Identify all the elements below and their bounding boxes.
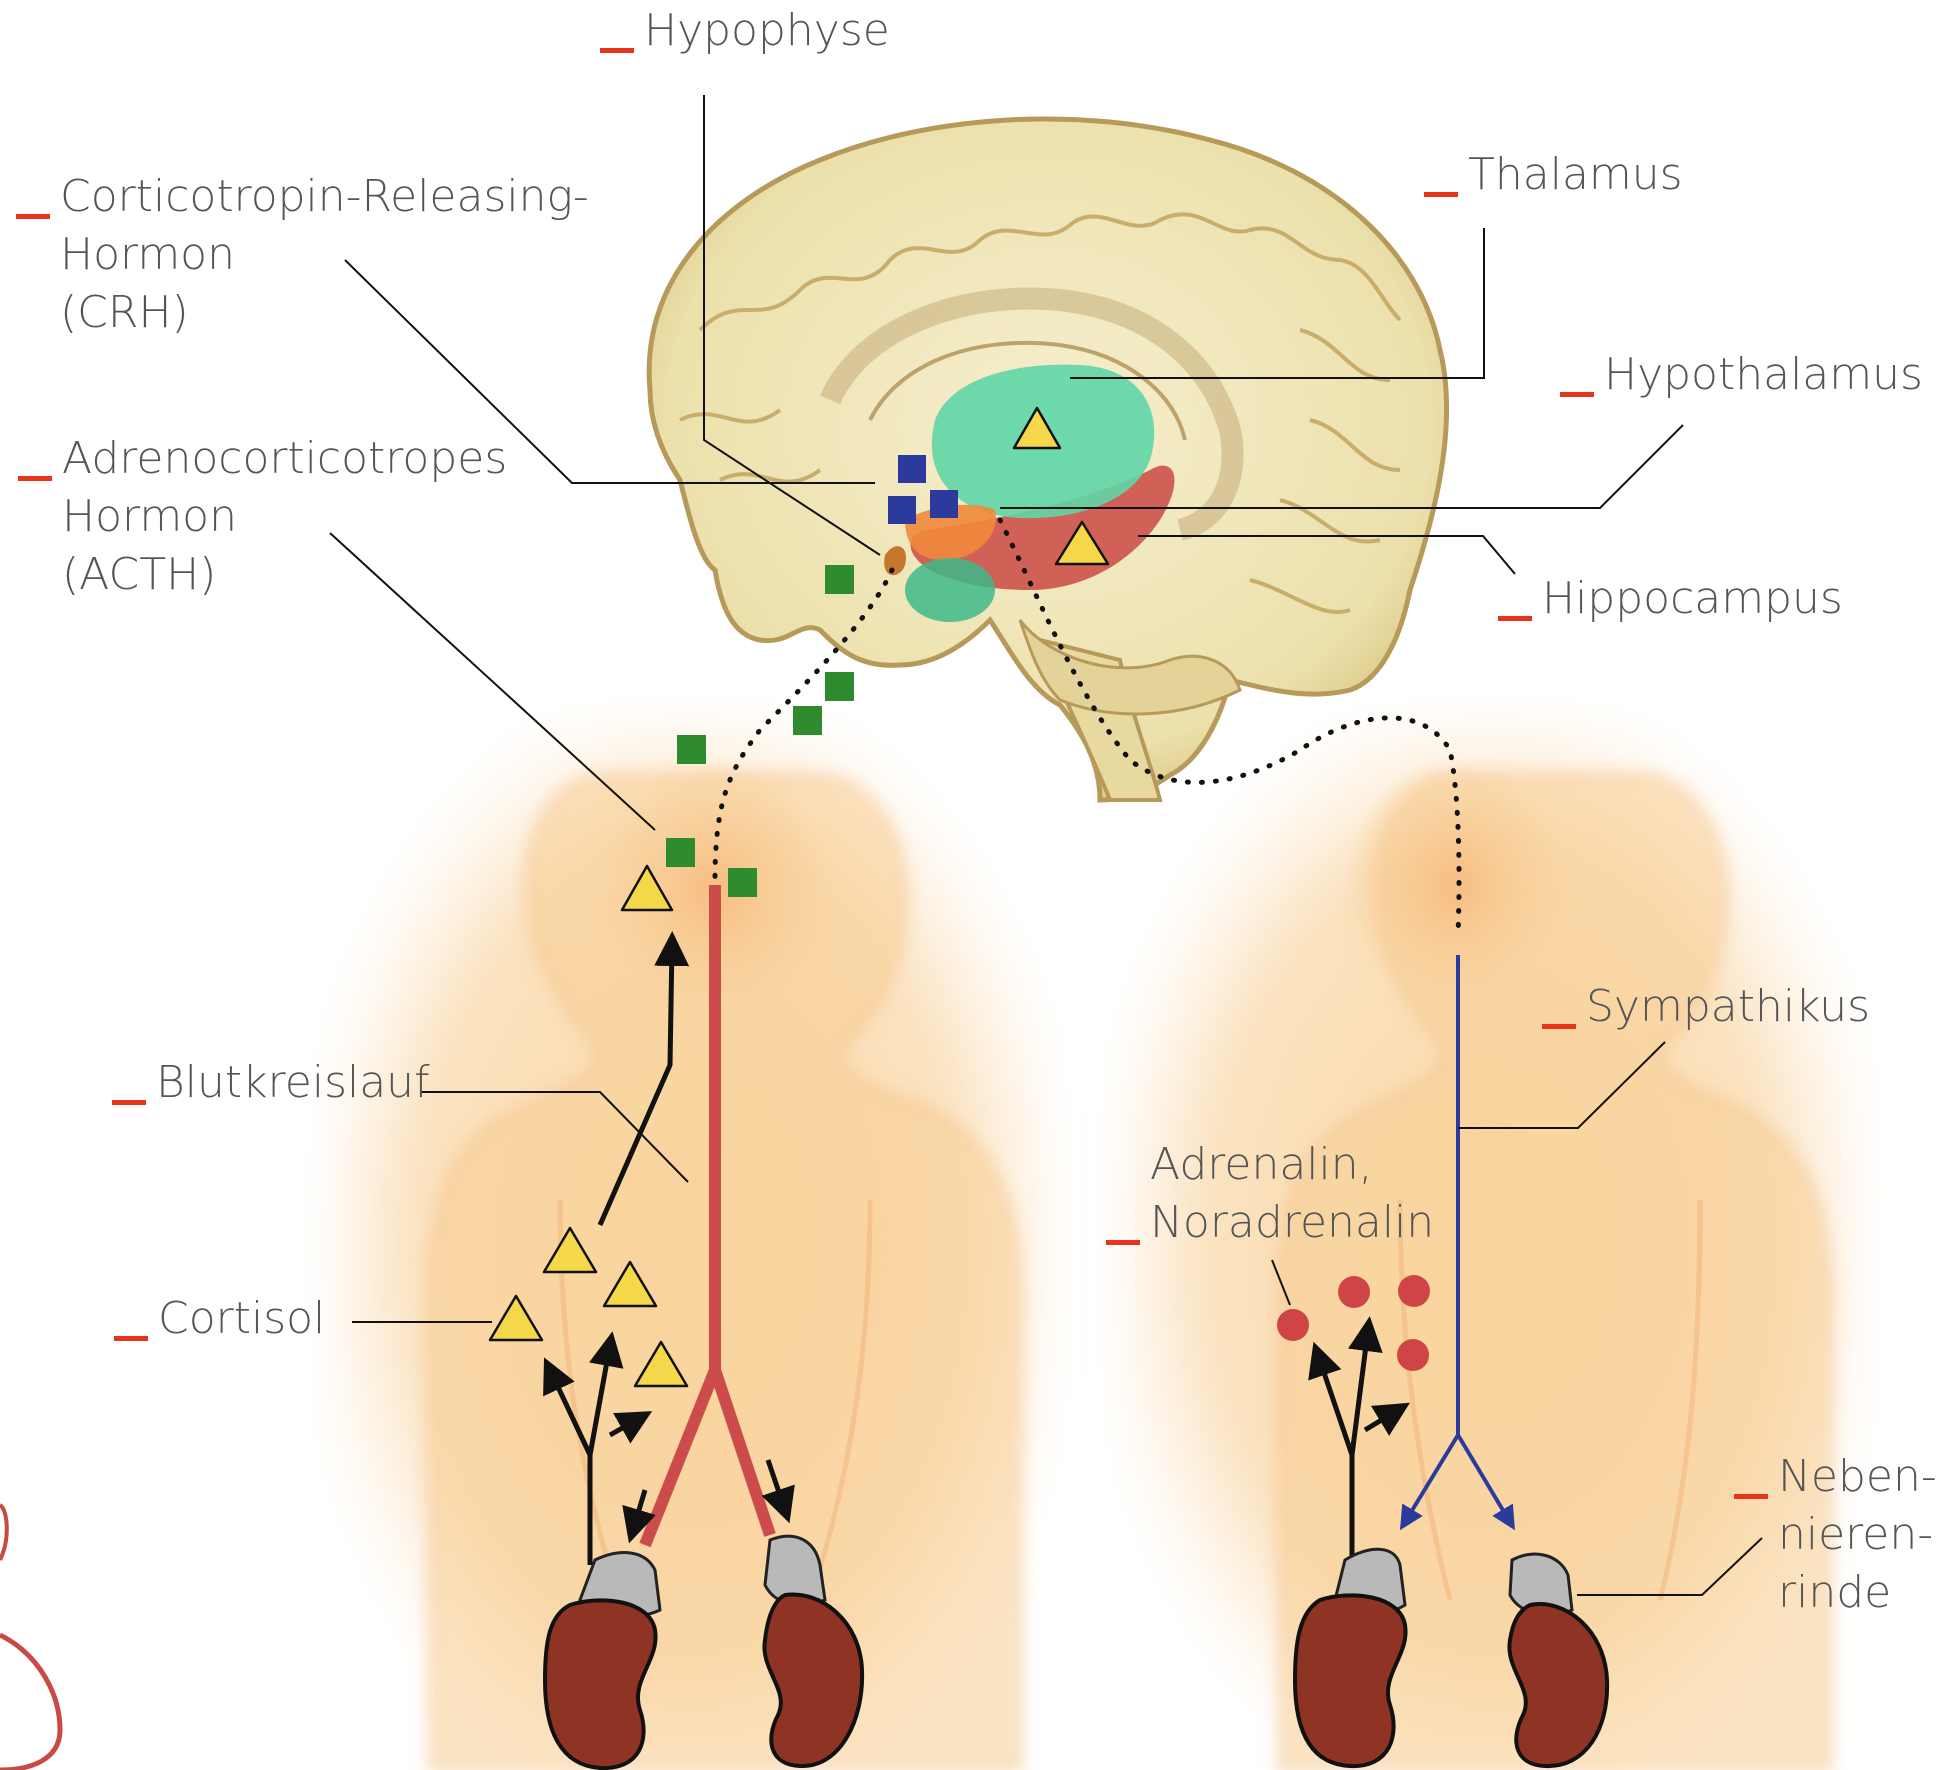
amygdala-region xyxy=(905,558,995,622)
label-blutkreislauf: Blutkreislauf xyxy=(112,1054,430,1112)
label-nebennieren-line-1: Neben- xyxy=(1778,1451,1937,1502)
label-hippocampus-text: Hippocampus xyxy=(1542,573,1843,624)
label-dash xyxy=(1734,1494,1768,1499)
label-nebennieren-line-2: nieren- xyxy=(1734,1506,1937,1564)
label-dash xyxy=(1542,1024,1576,1029)
label-hypothalamus-text: Hypothalamus xyxy=(1604,349,1923,400)
label-adrenalin-line-2: Noradrenalin xyxy=(1150,1197,1434,1248)
left-body-silhouette xyxy=(330,720,1050,1770)
label-crh-line-2: Hormon xyxy=(16,226,589,284)
label-sympathikus: Sympathikus xyxy=(1542,978,1870,1036)
label-nebennierenrinde: Neben- nieren- rinde xyxy=(1734,1448,1937,1622)
label-thalamus-text: Thalamus xyxy=(1468,149,1683,200)
label-hypophyse: Hypophyse xyxy=(600,2,890,60)
label-dash xyxy=(600,48,634,53)
label-crh-line-1: Corticotropin-Releasing- xyxy=(60,171,589,222)
label-acth: Adrenocorticotropes Hormon (ACTH) xyxy=(18,430,507,604)
label-adrenalin: Adrenalin, Noradrenalin xyxy=(1106,1136,1434,1252)
label-dash xyxy=(112,1100,146,1105)
label-acth-line-3: (ACTH) xyxy=(18,546,507,604)
label-acth-line-2: Hormon xyxy=(18,488,507,546)
label-blutkreislauf-text: Blutkreislauf xyxy=(156,1057,430,1108)
label-dash xyxy=(1424,192,1458,197)
label-nebennieren-line-3: rinde xyxy=(1734,1564,1937,1622)
label-dash xyxy=(1560,392,1594,397)
label-acth-line-1: Adrenocorticotropes xyxy=(62,433,507,484)
label-sympathikus-text: Sympathikus xyxy=(1586,981,1870,1032)
label-cortisol: Cortisol xyxy=(114,1290,325,1348)
label-thalamus: Thalamus xyxy=(1424,146,1683,204)
label-hypothalamus: Hypothalamus xyxy=(1560,346,1923,404)
label-hippocampus: Hippocampus xyxy=(1498,570,1843,628)
decorative-arc xyxy=(0,1635,60,1770)
label-dash xyxy=(1106,1240,1140,1245)
label-dash xyxy=(16,214,50,219)
label-adrenalin-line-1: Adrenalin, xyxy=(1106,1136,1434,1194)
label-dash xyxy=(18,476,52,481)
label-crh-line-3: (CRH) xyxy=(16,284,589,342)
label-cortisol-text: Cortisol xyxy=(158,1293,325,1344)
label-dash xyxy=(1498,616,1532,621)
label-crh: Corticotropin-Releasing- Hormon (CRH) xyxy=(16,168,589,342)
label-dash xyxy=(114,1336,148,1341)
label-hypophyse-text: Hypophyse xyxy=(644,5,890,56)
decorative-arc-small xyxy=(0,1505,7,1560)
